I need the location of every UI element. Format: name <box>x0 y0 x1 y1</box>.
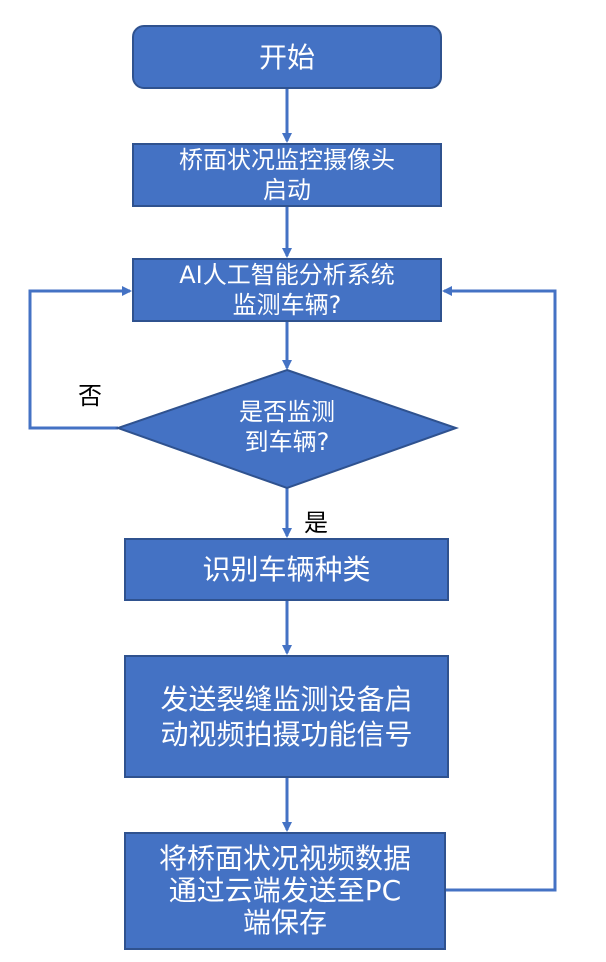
send-signal-line2: 动视频拍摄功能信号 <box>160 717 413 751</box>
start-node-label: 开始 <box>258 40 315 74</box>
start-node: 开始 <box>132 25 442 89</box>
decision-diamond <box>114 368 460 490</box>
ai-monitor-node: AI人工智能分析系统 监测车辆? <box>132 258 442 322</box>
camera-start-line1: 桥面状况监控摄像头 <box>179 146 395 174</box>
no-branch-label: 否 <box>78 382 102 410</box>
camera-start-node: 桥面状况监控摄像头 启动 <box>132 143 442 207</box>
decision-line2: 到车辆? <box>244 428 330 456</box>
save-video-line1: 将桥面状况视频数据 <box>158 841 411 875</box>
save-video-node: 将桥面状况视频数据 通过云端发送至PC 端保存 <box>124 832 446 950</box>
save-video-line2: 通过云端发送至PC <box>168 873 402 907</box>
ai-monitor-line2: 监测车辆? <box>232 291 342 319</box>
yes-branch-label: 是 <box>304 509 328 537</box>
save-video-line3: 端保存 <box>242 906 327 940</box>
decision-line1: 是否监测 <box>239 398 335 426</box>
arrow-save-loop <box>442 286 557 892</box>
identify-vehicle-label: 识别车辆种类 <box>202 553 371 586</box>
decision-label: 是否监测 到车辆? <box>187 397 387 457</box>
arrow-no-loop <box>28 286 132 430</box>
camera-start-line2: 启动 <box>263 176 311 204</box>
send-signal-line1: 发送裂缝监测设备启 <box>160 682 413 716</box>
send-signal-node: 发送裂缝监测设备启 动视频拍摄功能信号 <box>124 655 449 778</box>
identify-vehicle-node: 识别车辆种类 <box>124 538 449 601</box>
ai-monitor-line1: AI人工智能分析系统 <box>179 261 395 289</box>
